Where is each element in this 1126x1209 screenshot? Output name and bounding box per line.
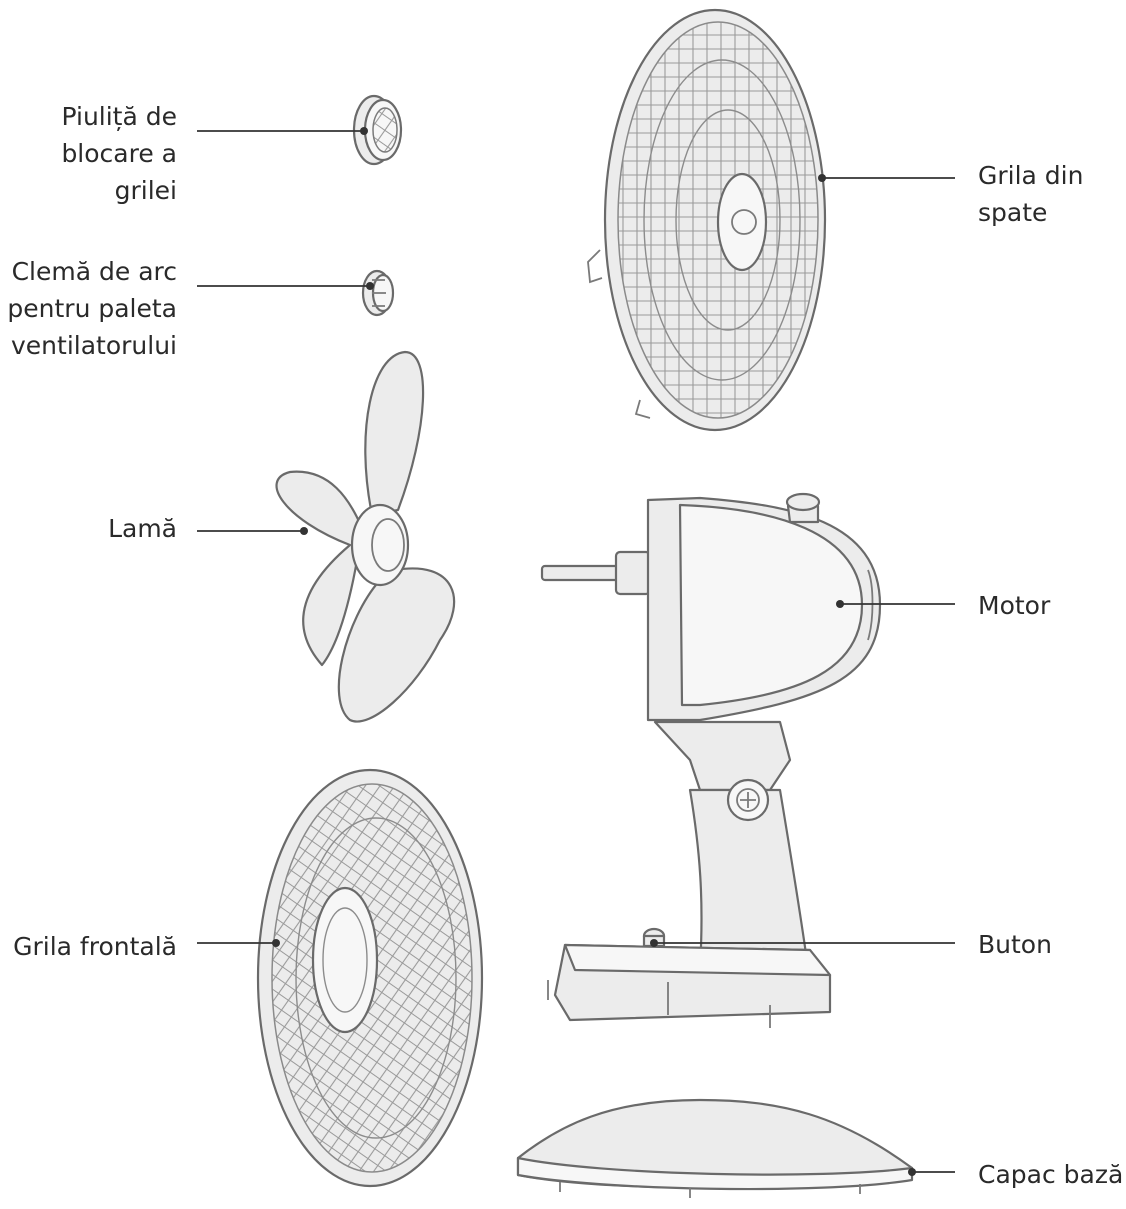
label-spring-clip: Clemă de arc pentru paleta ventilatorulu…: [7, 257, 177, 360]
label-motor: Motor: [978, 591, 1051, 620]
stand-part: [653, 720, 810, 970]
label-blade: Lamă: [108, 514, 177, 543]
spring-clip-part: [361, 269, 395, 317]
front-grille-part: [256, 768, 484, 1188]
base-cover-part: [516, 1098, 914, 1198]
leader-lines: [197, 127, 955, 1176]
rear-grille-part: [587, 8, 827, 432]
label-base-cover: Capac bază: [978, 1160, 1124, 1189]
label-front-grille: Grila frontală: [13, 932, 177, 961]
label-locking-nut: Piuliță de blocare a grilei: [61, 102, 177, 205]
motor-part: [540, 492, 882, 722]
label-button: Buton: [978, 930, 1052, 959]
blade-part: [275, 350, 456, 723]
locking-nut-part: [352, 94, 403, 166]
base-part: [547, 927, 832, 1028]
label-rear-grille: Grila din spate: [978, 161, 1084, 227]
